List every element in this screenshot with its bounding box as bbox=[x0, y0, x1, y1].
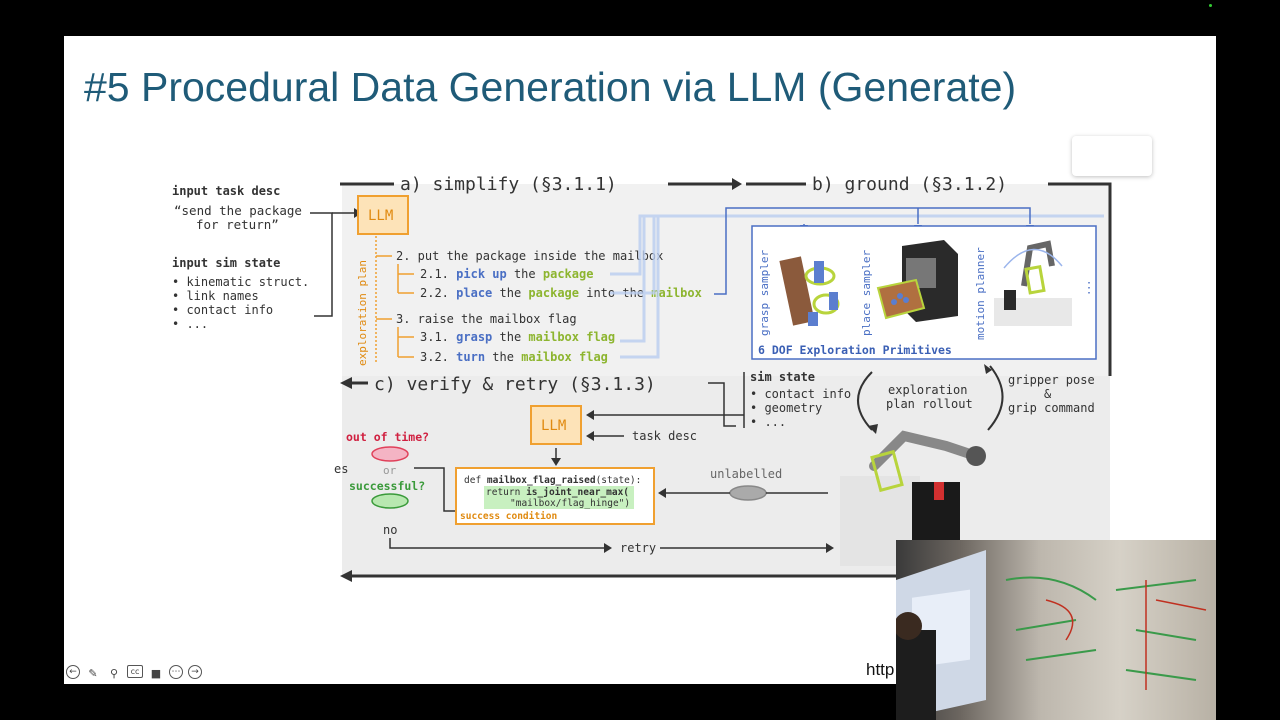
section-b-header: b) ground (§3.1.2) bbox=[812, 174, 1007, 195]
place-sampler-label: place sampler bbox=[860, 250, 873, 336]
out-of-time-label: out of time? bbox=[346, 430, 429, 444]
webcam-overlay bbox=[896, 540, 1216, 720]
task-desc-label: task desc bbox=[632, 429, 697, 443]
code-line-2: return is_joint_near_max( bbox=[486, 487, 629, 498]
input-task-heading: input task desc bbox=[172, 184, 280, 198]
gripper-label-1: gripper pose bbox=[1008, 373, 1095, 387]
successful-node bbox=[371, 493, 409, 509]
gripper-label-3: grip command bbox=[1008, 401, 1095, 415]
status-dot bbox=[1209, 4, 1212, 7]
motion-planner-label: motion planner bbox=[974, 247, 987, 340]
llm-label-top: LLM bbox=[368, 208, 393, 224]
primitives-caption: 6 DOF Exploration Primitives bbox=[758, 343, 952, 357]
plan-step-3: 3. raise the mailbox flag bbox=[396, 312, 577, 326]
section-c-header: c) verify & retry (§3.1.3) bbox=[374, 374, 656, 395]
or-label: or bbox=[383, 464, 397, 477]
code-line-1: def mailbox_flag_raised(state): bbox=[464, 475, 641, 486]
webcam-scene bbox=[896, 550, 1207, 720]
cc-icon[interactable]: cc bbox=[127, 665, 143, 678]
rollout-label-1: exploration bbox=[888, 383, 967, 397]
llm-box-top bbox=[357, 195, 409, 235]
input-bracket bbox=[310, 212, 333, 317]
slide: #5 Procedural Data Generation via LLM (G… bbox=[64, 36, 1216, 684]
no-label: no bbox=[383, 523, 397, 537]
url-text: http bbox=[866, 660, 895, 679]
input-task-line1: “send the package bbox=[174, 203, 302, 218]
input-sim-heading: input sim state bbox=[172, 256, 280, 270]
retry-label: retry bbox=[620, 541, 656, 555]
llm-box-bottom bbox=[530, 405, 582, 445]
more-icon[interactable]: ⋯ bbox=[169, 665, 183, 679]
plan-step-22: 2.2. place the package into the mailbox bbox=[420, 286, 702, 300]
primitives-dots: ⋮ bbox=[1082, 280, 1096, 296]
code-line-3: "mailbox/flag_hinge") bbox=[510, 498, 630, 509]
unlabelled-node bbox=[729, 485, 767, 501]
input-sim-item: • ... bbox=[172, 317, 208, 331]
pen-icon[interactable]: ✎ bbox=[88, 666, 98, 680]
robot-rollout-image bbox=[840, 430, 986, 566]
forward-icon[interactable]: → bbox=[188, 665, 202, 679]
route-lines bbox=[610, 214, 1104, 359]
floating-panel bbox=[1072, 136, 1152, 176]
back-icon[interactable]: ← bbox=[66, 665, 80, 679]
camera-icon[interactable]: ■ bbox=[150, 666, 162, 680]
sim-state-item: • ... bbox=[750, 415, 786, 429]
sim-state-item: • geometry bbox=[750, 401, 822, 415]
sim-state-heading: sim state bbox=[750, 370, 815, 384]
motion-planner-image bbox=[994, 240, 1072, 326]
plan-step-2: 2. put the package inside the mailbox bbox=[396, 249, 663, 263]
figure: input task desc “send the package for re… bbox=[172, 174, 1112, 582]
success-condition-caption: success condition bbox=[460, 511, 557, 522]
plan-step-31: 3.1. grasp the mailbox flag bbox=[420, 330, 615, 344]
input-sim-item: • link names bbox=[172, 289, 259, 303]
sim-state-item: • contact info bbox=[750, 387, 851, 401]
unlabelled-label: unlabelled bbox=[710, 467, 782, 481]
slide-title: #5 Procedural Data Generation via LLM (G… bbox=[84, 64, 1017, 110]
out-of-time-node bbox=[371, 446, 409, 462]
search-icon[interactable]: ⚲ bbox=[109, 666, 119, 680]
section-a-header: a) simplify (§3.1.1) bbox=[400, 174, 617, 195]
gripper-label-2: & bbox=[1044, 387, 1052, 401]
grasp-sampler-image bbox=[779, 256, 840, 326]
plan-step-32: 3.2. turn the mailbox flag bbox=[420, 350, 608, 364]
llm-label-bottom: LLM bbox=[541, 418, 566, 434]
plan-step-21: 2.1. pick up the package bbox=[420, 267, 593, 281]
successful-label: successful? bbox=[349, 479, 425, 493]
input-task-line2: for return” bbox=[196, 217, 279, 232]
input-sim-item: • contact info bbox=[172, 303, 273, 317]
place-sampler-image bbox=[876, 240, 958, 322]
input-sim-item: • kinematic struct. bbox=[172, 275, 309, 289]
grasp-sampler-label: grasp sampler bbox=[758, 250, 771, 336]
rollout-label-2: plan rollout bbox=[886, 397, 973, 411]
yes-label: es bbox=[334, 462, 348, 476]
slide-toolbar: ← ✎ ⚲ cc ■ ⋯ → bbox=[66, 665, 202, 681]
exploration-plan-label: exploration plan bbox=[356, 260, 369, 366]
